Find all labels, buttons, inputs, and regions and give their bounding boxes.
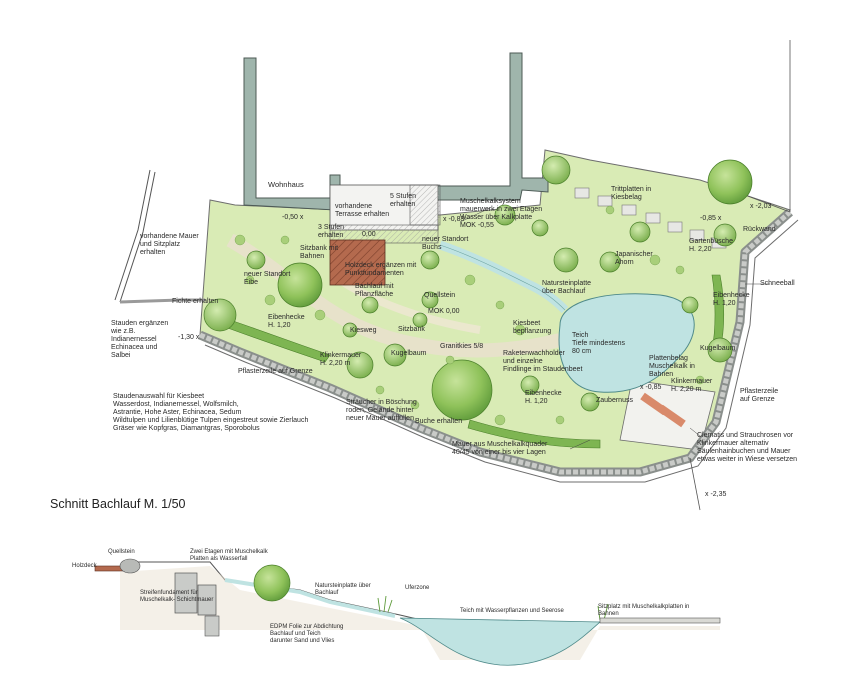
tree-icon [494,204,516,226]
label-kiesbeet: Kiesbeet bepflanzung [513,320,552,335]
label-muschelkalk: Muschelkalksystem mauerwerk in zwei Etag… [460,198,543,229]
label-level-085b: x -0,85 [640,384,662,391]
label-kiesweg: Kiesweg [350,327,377,334]
label-plattenbelag: Plattenbelag Muschelkalk in Bahnen [649,355,695,378]
tree-icon [421,291,439,309]
tree-icon [246,250,266,270]
section-label-sitzplatz: Sitzplatz mit Muschelkalkplatten in Bahn… [598,604,690,617]
label-level-083: x -0,83 [443,216,465,223]
label-eibenhecke-2: Eibenhecke H. 1,20 [713,292,750,307]
label-5-stufen: 5 Stufen erhalten [390,193,417,208]
leader-lines [459,207,770,450]
perennial-dots [234,205,705,426]
section-label-teich: Teich mit Wasserpflanzen und Seerose [460,608,564,614]
label-zaubernuss: Zaubernuss [596,397,633,404]
label-holzdeck: Holzdeck ergänzen mit Punktfundamenten [345,262,417,277]
tree-icon [599,251,621,273]
tree-icon [541,155,571,185]
section-label-etagen: Zwei Etagen mit Muschelkalk Platten als … [190,549,268,562]
tree-icon [707,337,733,363]
label-trittplatten: Trittplatten in Kiesbelag [611,186,652,201]
label-klinker-2: Klinkermauer H. 2,20 m [671,378,713,393]
label-level-085: -0,85 x [700,215,722,222]
tree-icon [431,359,493,421]
label-pflanzflaeche: Bachlauf mit Pflanzfläche [355,283,394,298]
label-eibenhecke-1: Eibenhecke H. 1,20 [268,314,305,329]
label-level-000: 0,00 [362,231,376,238]
label-schneeball: Schneeball [760,280,795,287]
label-wohnhaus: Wohnhaus [268,180,304,189]
stream [438,240,569,314]
tree-icon [346,351,374,379]
section-label-holzdeck: Holzdeck [72,563,97,569]
section-label-uferzone: Uferzone [405,585,430,591]
property-lines [689,40,791,511]
label-buche: Buche erhalten [415,418,463,425]
section-title: Schnitt Bachlauf M. 1/50 [50,497,186,511]
label-eibe: neuer Standort Eibe [244,271,291,286]
label-staudenauswahl: Staudenauswahl für Kiesbeet Wasserdost, … [113,393,309,432]
label-gartenbuesche: Gartenbüsche H. 2,20 [689,238,733,253]
tree-icon [580,392,600,412]
tree-icon [412,312,428,328]
label-eibenhecke-3: Eibenhecke H. 1,20 [525,390,562,405]
tree-icon [681,296,699,314]
tree-icon [361,296,379,314]
label-terrasse: vorhandene Terrasse erhalten [335,203,390,218]
paving-panel [619,379,716,451]
label-level-235: x -2,35 [705,491,727,498]
label-level-130: -1,30 x [178,334,200,341]
tree-icon [531,219,549,237]
tree-icon [629,221,651,243]
section-label-streifen: Streifenfundament für Muschelkalk- Schic… [140,590,214,603]
section-label-natursteinplatte: Natursteinplatte über Bachlauf [315,583,371,596]
label-sitzbank-2: Sitzbank [398,326,425,333]
tree-icon [342,322,358,338]
tree-icon [520,375,540,395]
label-raketen: Raketenwachholder und einzelne Findlinge… [503,350,583,373]
label-level-203: x -2,03 [750,203,772,210]
pond [558,293,695,393]
terrace [329,184,441,244]
label-granitkies: Granitkies 5/8 [440,343,484,350]
tree-icon [707,159,753,205]
label-straeucher: Sträucher in Böschung roden, Gelände hin… [346,399,417,422]
label-mauer-muschelkalk: Mauer aus Muschelkalkquader 40/45 von ei… [452,441,548,456]
label-ahorn: Japanischer Ahorn [615,251,653,266]
tree-icon [383,343,407,367]
label-kugelbaum: Kugelbaum [391,350,427,357]
label-level-050: -0,50 x [282,214,304,221]
label-naturstein: Natursteinplatte über Bachlauf [542,280,592,295]
tree-icon [420,250,440,270]
tree-icon [203,298,237,332]
label-clematis: Clematis und Strauchrosen vor Klinkermau… [697,432,797,463]
label-fichte: Fichte erhalten [172,298,219,305]
label-sitzbank: Sitzbank mit Bahnen [300,245,339,260]
tree-icon [277,262,323,308]
section-drawing [94,558,721,666]
wooden-deck [329,239,386,286]
label-3-stufen-a: 3 Stufen erhalten [318,224,345,239]
tree-icon [713,223,737,247]
section-label-quellstein: Quellstein [108,549,135,555]
tree-icon [553,247,579,273]
label-kugelbaum-2: Kugelbaum [700,345,736,352]
boundary-wall [198,208,799,483]
label-pflasterzeile-1: Pflasterzeile auf Grenze [238,368,313,375]
label-stauden: Stauden ergänzen wie z.B. Indianernessel… [111,320,169,359]
label-teich: Teich Tiefe mindestens 80 cm [572,332,626,355]
label-rueckwand: Rückwand [743,226,776,233]
label-quellstein: Quellstein [424,292,456,299]
label-mok: MOK 0,00 [428,308,460,315]
label-mauer: vorhandene Mauer und Sitzplatz erhalten [140,233,199,256]
section-label-edpm: EDPM Folie zur Abdichtung Bachlauf und T… [270,624,344,644]
left-wall [114,169,205,304]
label-pflasterzeile-2: Pflasterzeile auf Grenze [740,388,779,403]
trees [203,155,753,421]
label-klinker-1: Klinkermauer H. 2,20 m [320,352,362,367]
hedges [224,274,725,449]
label-standort-buchs: neuer Standort Buchs [422,236,469,251]
